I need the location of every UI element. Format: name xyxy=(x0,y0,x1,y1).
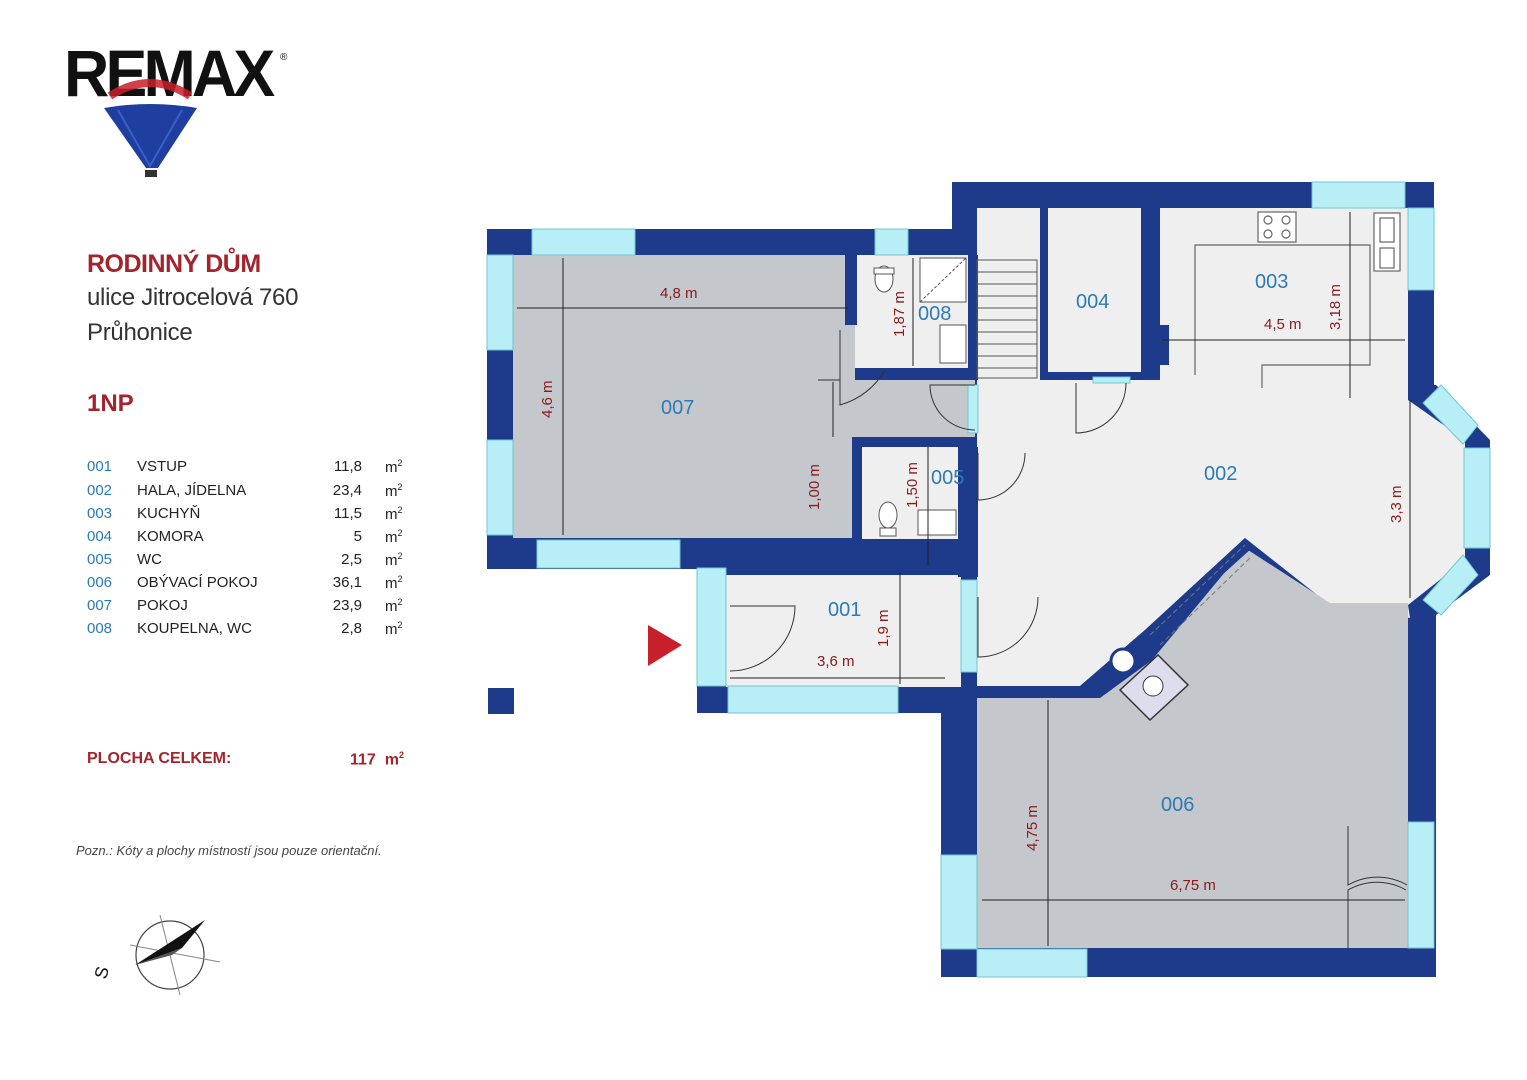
room-labels: 007 008 005 004 003 002 001 006 xyxy=(661,271,1288,816)
property-title: RODINNÝ DŮM xyxy=(87,250,261,278)
label-008: 008 xyxy=(918,303,951,325)
compass-label: S xyxy=(91,964,113,981)
dimension-labels: 4,8 m 4,6 m 1,87 m 4,5 m 3,18 m 1,00 m 1… xyxy=(539,284,1405,894)
room-004 xyxy=(1046,208,1141,376)
property-street: ulice Jitrocelová 760 xyxy=(87,284,299,311)
doors xyxy=(729,330,1408,948)
dim-001-width: 3,6 m xyxy=(817,653,855,670)
label-005: 005 xyxy=(931,467,964,489)
dim-001-height: 1,9 m xyxy=(875,609,892,647)
dimension-lines xyxy=(517,212,1411,946)
dim-007-height: 4,6 m xyxy=(539,380,556,418)
staircase xyxy=(976,259,1038,379)
dim-007-width: 4,8 m xyxy=(660,285,698,302)
room-007 xyxy=(513,255,855,538)
dim-003-width: 4,5 m xyxy=(1264,316,1302,333)
dim-006-width: 6,75 m xyxy=(1170,877,1216,894)
label-004: 004 xyxy=(1076,291,1109,313)
compass-icon: S xyxy=(91,914,221,996)
dim-006-height: 4,75 m xyxy=(1024,805,1041,851)
room-002 xyxy=(977,208,1465,686)
hall-passage xyxy=(818,380,975,437)
kitchen-counter xyxy=(1194,211,1401,388)
floor-label: 1NP xyxy=(87,390,134,417)
property-city: Průhonice xyxy=(87,319,193,346)
room-001 xyxy=(726,575,961,687)
label-007: 007 xyxy=(661,397,694,419)
total-area-label: PLOCHA CELKEM: xyxy=(87,750,232,767)
dim-008: 1,87 m xyxy=(891,291,908,337)
label-006: 006 xyxy=(1161,794,1194,816)
disclaimer-note: Pozn.: Kóty a plochy místností jsou pouz… xyxy=(76,843,382,858)
windows xyxy=(486,181,1491,978)
bathroom-fixtures xyxy=(873,257,967,537)
rooms xyxy=(513,208,1465,948)
room-006 xyxy=(977,548,1408,948)
label-001: 001 xyxy=(828,599,861,621)
entrance-arrow xyxy=(648,625,682,666)
dim-002: 3,3 m xyxy=(1388,485,1405,523)
total-area-value: 117 m2 xyxy=(350,750,404,769)
label-003: 003 xyxy=(1255,271,1288,293)
dim-005: 1,50 m xyxy=(904,462,921,508)
registered-mark: ® xyxy=(280,52,288,63)
label-002: 002 xyxy=(1204,463,1237,485)
dim-passage: 1,00 m xyxy=(806,464,823,510)
dim-003-height: 3,18 m xyxy=(1327,284,1344,330)
column-marker xyxy=(488,688,514,714)
fireplace xyxy=(1109,544,1253,722)
